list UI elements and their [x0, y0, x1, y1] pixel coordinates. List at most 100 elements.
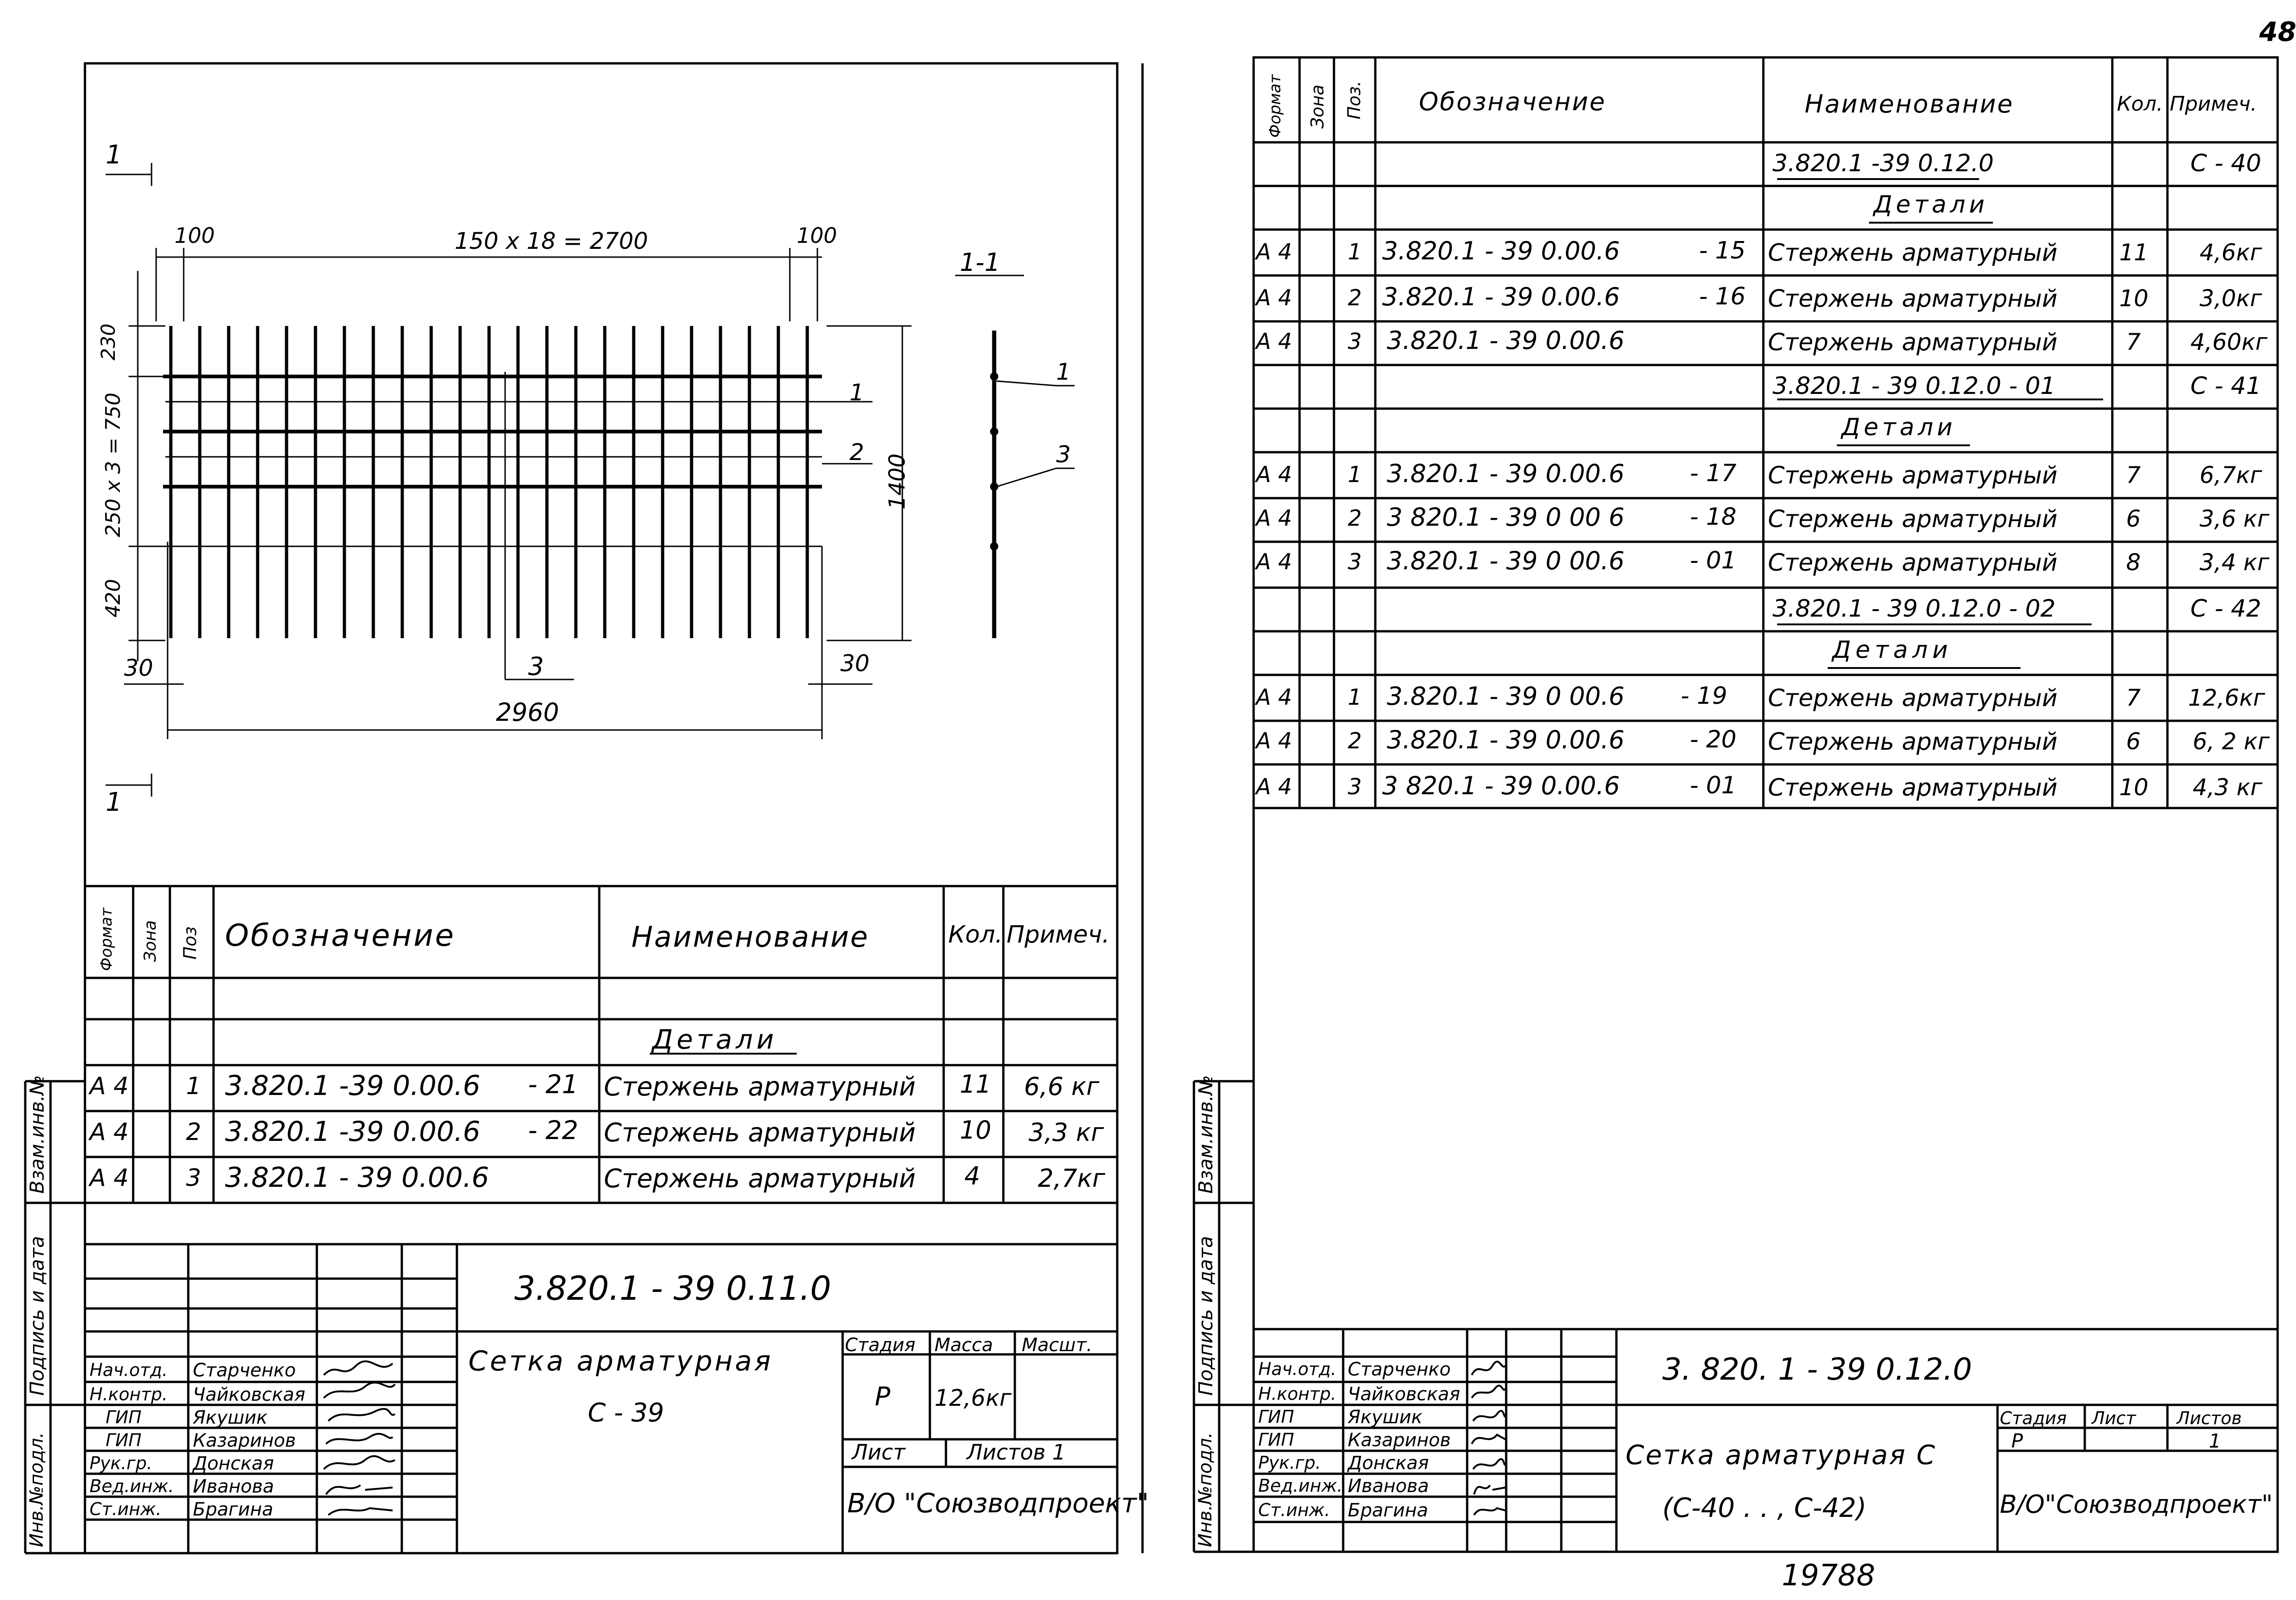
row-suffix: - 15 [1699, 237, 1746, 264]
right-side-inv-no: Инв.№подл. [1195, 1432, 1216, 1547]
row-pos: 3 [1348, 329, 1362, 354]
row-section: Детали [1874, 191, 1988, 219]
row-note: 6, 2 кг [2193, 728, 2270, 755]
row-section: Детали [1841, 414, 1956, 441]
left-header-qty: Кол. [948, 921, 1003, 949]
row-designation: 3.820.1 -39 0.00.6 [225, 1070, 480, 1102]
right-sheets-label: Листов [2177, 1408, 2242, 1428]
row-designation: 3 820.1 - 39 0 00 6 [1387, 503, 1625, 532]
right-header-zone: Зона [1307, 84, 1328, 129]
left-sheets-label: Листов 1 [967, 1440, 1066, 1465]
right-title-line2: (С-40 . . , С-42) [1662, 1492, 1867, 1523]
left-header-note: Примеч. [1007, 921, 1110, 949]
person-name: Иванова [193, 1476, 274, 1497]
leader-2: 2 [850, 439, 864, 466]
left-doc-code: 3.820.1 - 39 0.11.0 [514, 1269, 832, 1308]
row-note: 3,3 кг [1029, 1118, 1104, 1147]
row-suffix: - 22 [528, 1116, 579, 1145]
left-header-pos: Поз [180, 926, 200, 960]
row-name: Стержень арматурный [1768, 329, 2058, 356]
dim-vert-230: 230 [97, 323, 119, 360]
person-name: Донская [193, 1453, 274, 1474]
left-sheet-label: Лист [852, 1440, 906, 1465]
left-signatures [323, 1360, 396, 1516]
row-format: А 4 [1256, 329, 1292, 354]
left-title-line1: Сетка арматурная [468, 1345, 773, 1377]
row-qty: 7 [2126, 329, 2141, 355]
right-sheets-value: 1 [2209, 1430, 2221, 1452]
left-stage-value: Р [875, 1382, 890, 1412]
row-doc-name: 3.820.1 - 39 0.12.0 - 02 [1773, 595, 2056, 623]
row-suffix: - 01 [1690, 772, 1737, 799]
dim-left-offset: 100 [174, 223, 215, 248]
row-suffix: - 01 [1690, 547, 1737, 574]
row-pos: 2 [1348, 285, 1362, 311]
dim-total: 2960 [496, 698, 559, 727]
right-header-name: Наименование [1805, 90, 2014, 118]
row-qty: 10 [960, 1116, 991, 1145]
person-name: Чайковская [193, 1384, 305, 1405]
row-designation: 3.820.1 - 39 0 00.6 [1387, 546, 1625, 575]
row-pos: 1 [1348, 239, 1362, 265]
leader-3: 3 [528, 652, 544, 681]
left-header-format: Формат [97, 908, 116, 971]
person-name: Иванова [1348, 1476, 1429, 1497]
row-name: Стержень арматурный [1768, 462, 2058, 489]
right-side-replace-inv: Взам.инв.№ [1194, 1075, 1217, 1194]
right-header-pos: Поз. [1344, 80, 1364, 119]
dim-30-left: 30 [124, 655, 153, 681]
dim-height: 1400 [884, 453, 910, 510]
person-role: ГИП [1258, 1430, 1294, 1450]
person-role: Ст.инж. [90, 1499, 162, 1519]
row-note: С - 41 [2190, 372, 2262, 400]
section-mark-bottom: 1 [106, 787, 122, 817]
left-section-label: Детали [652, 1024, 778, 1055]
left-org: В/О "Союзводпроект" [847, 1488, 1149, 1519]
row-suffix: - 20 [1690, 726, 1737, 753]
row-format: А 4 [1256, 549, 1292, 575]
right-sheet-label: Лист [2092, 1408, 2136, 1428]
row-qty: 4 [964, 1162, 980, 1190]
dim-top-main: 150 x 18 = 2700 [455, 228, 648, 254]
dim-right-offset: 100 [797, 223, 837, 248]
row-pos: 2 [1348, 728, 1362, 754]
row-suffix: - 17 [1690, 460, 1737, 487]
person-name: Донская [1348, 1453, 1429, 1474]
row-qty: 7 [2126, 462, 2141, 488]
row-format: А 4 [1256, 685, 1292, 710]
row-note: 4,3 кг [2193, 774, 2262, 801]
row-designation: 3.820.1 - 39 0.00.6 [1382, 282, 1620, 311]
row-format: А 4 [90, 1072, 129, 1100]
row-name: Стержень арматурный [1768, 728, 2058, 756]
left-header-zone: Зона [141, 920, 160, 962]
row-qty: 11 [2119, 239, 2149, 266]
row-name: Стержень арматурный [1768, 239, 2058, 267]
row-qty: 10 [2119, 285, 2149, 312]
dim-vert-420: 420 [101, 579, 125, 618]
row-format: А 4 [90, 1164, 129, 1192]
row-format: А 4 [1256, 462, 1292, 488]
section-title: 1-1 [960, 248, 1001, 277]
person-role: Вед.инж. [1258, 1476, 1343, 1496]
person-name: Якушик [193, 1407, 268, 1428]
row-designation: 3.820.1 - 39 0.00.6 [1387, 326, 1625, 355]
row-suffix: - 21 [528, 1070, 579, 1100]
row-pos: 1 [186, 1072, 202, 1100]
person-role: ГИП [1258, 1407, 1294, 1427]
row-pos: 1 [1348, 685, 1362, 710]
row-suffix: - 16 [1699, 283, 1746, 310]
right-header-note: Примеч. [2170, 92, 2257, 116]
row-doc-name: 3.820.1 -39 0.12.0 [1773, 150, 1994, 177]
row-name: Стержень арматурный [604, 1072, 916, 1102]
right-header-qty: Кол. [2117, 92, 2163, 116]
left-header-designation: Обозначение [225, 918, 456, 953]
right-stage-value: Р [2011, 1430, 2023, 1452]
row-qty: 6 [2126, 728, 2141, 755]
section-mark-top: 1 [106, 140, 122, 170]
row-pos: 3 [1348, 549, 1362, 575]
right-title-line1: Сетка арматурная С [1626, 1439, 1936, 1471]
person-name: Казаринов [1348, 1430, 1451, 1451]
row-note: С - 42 [2190, 595, 2262, 623]
person-name: Брагина [193, 1499, 274, 1520]
